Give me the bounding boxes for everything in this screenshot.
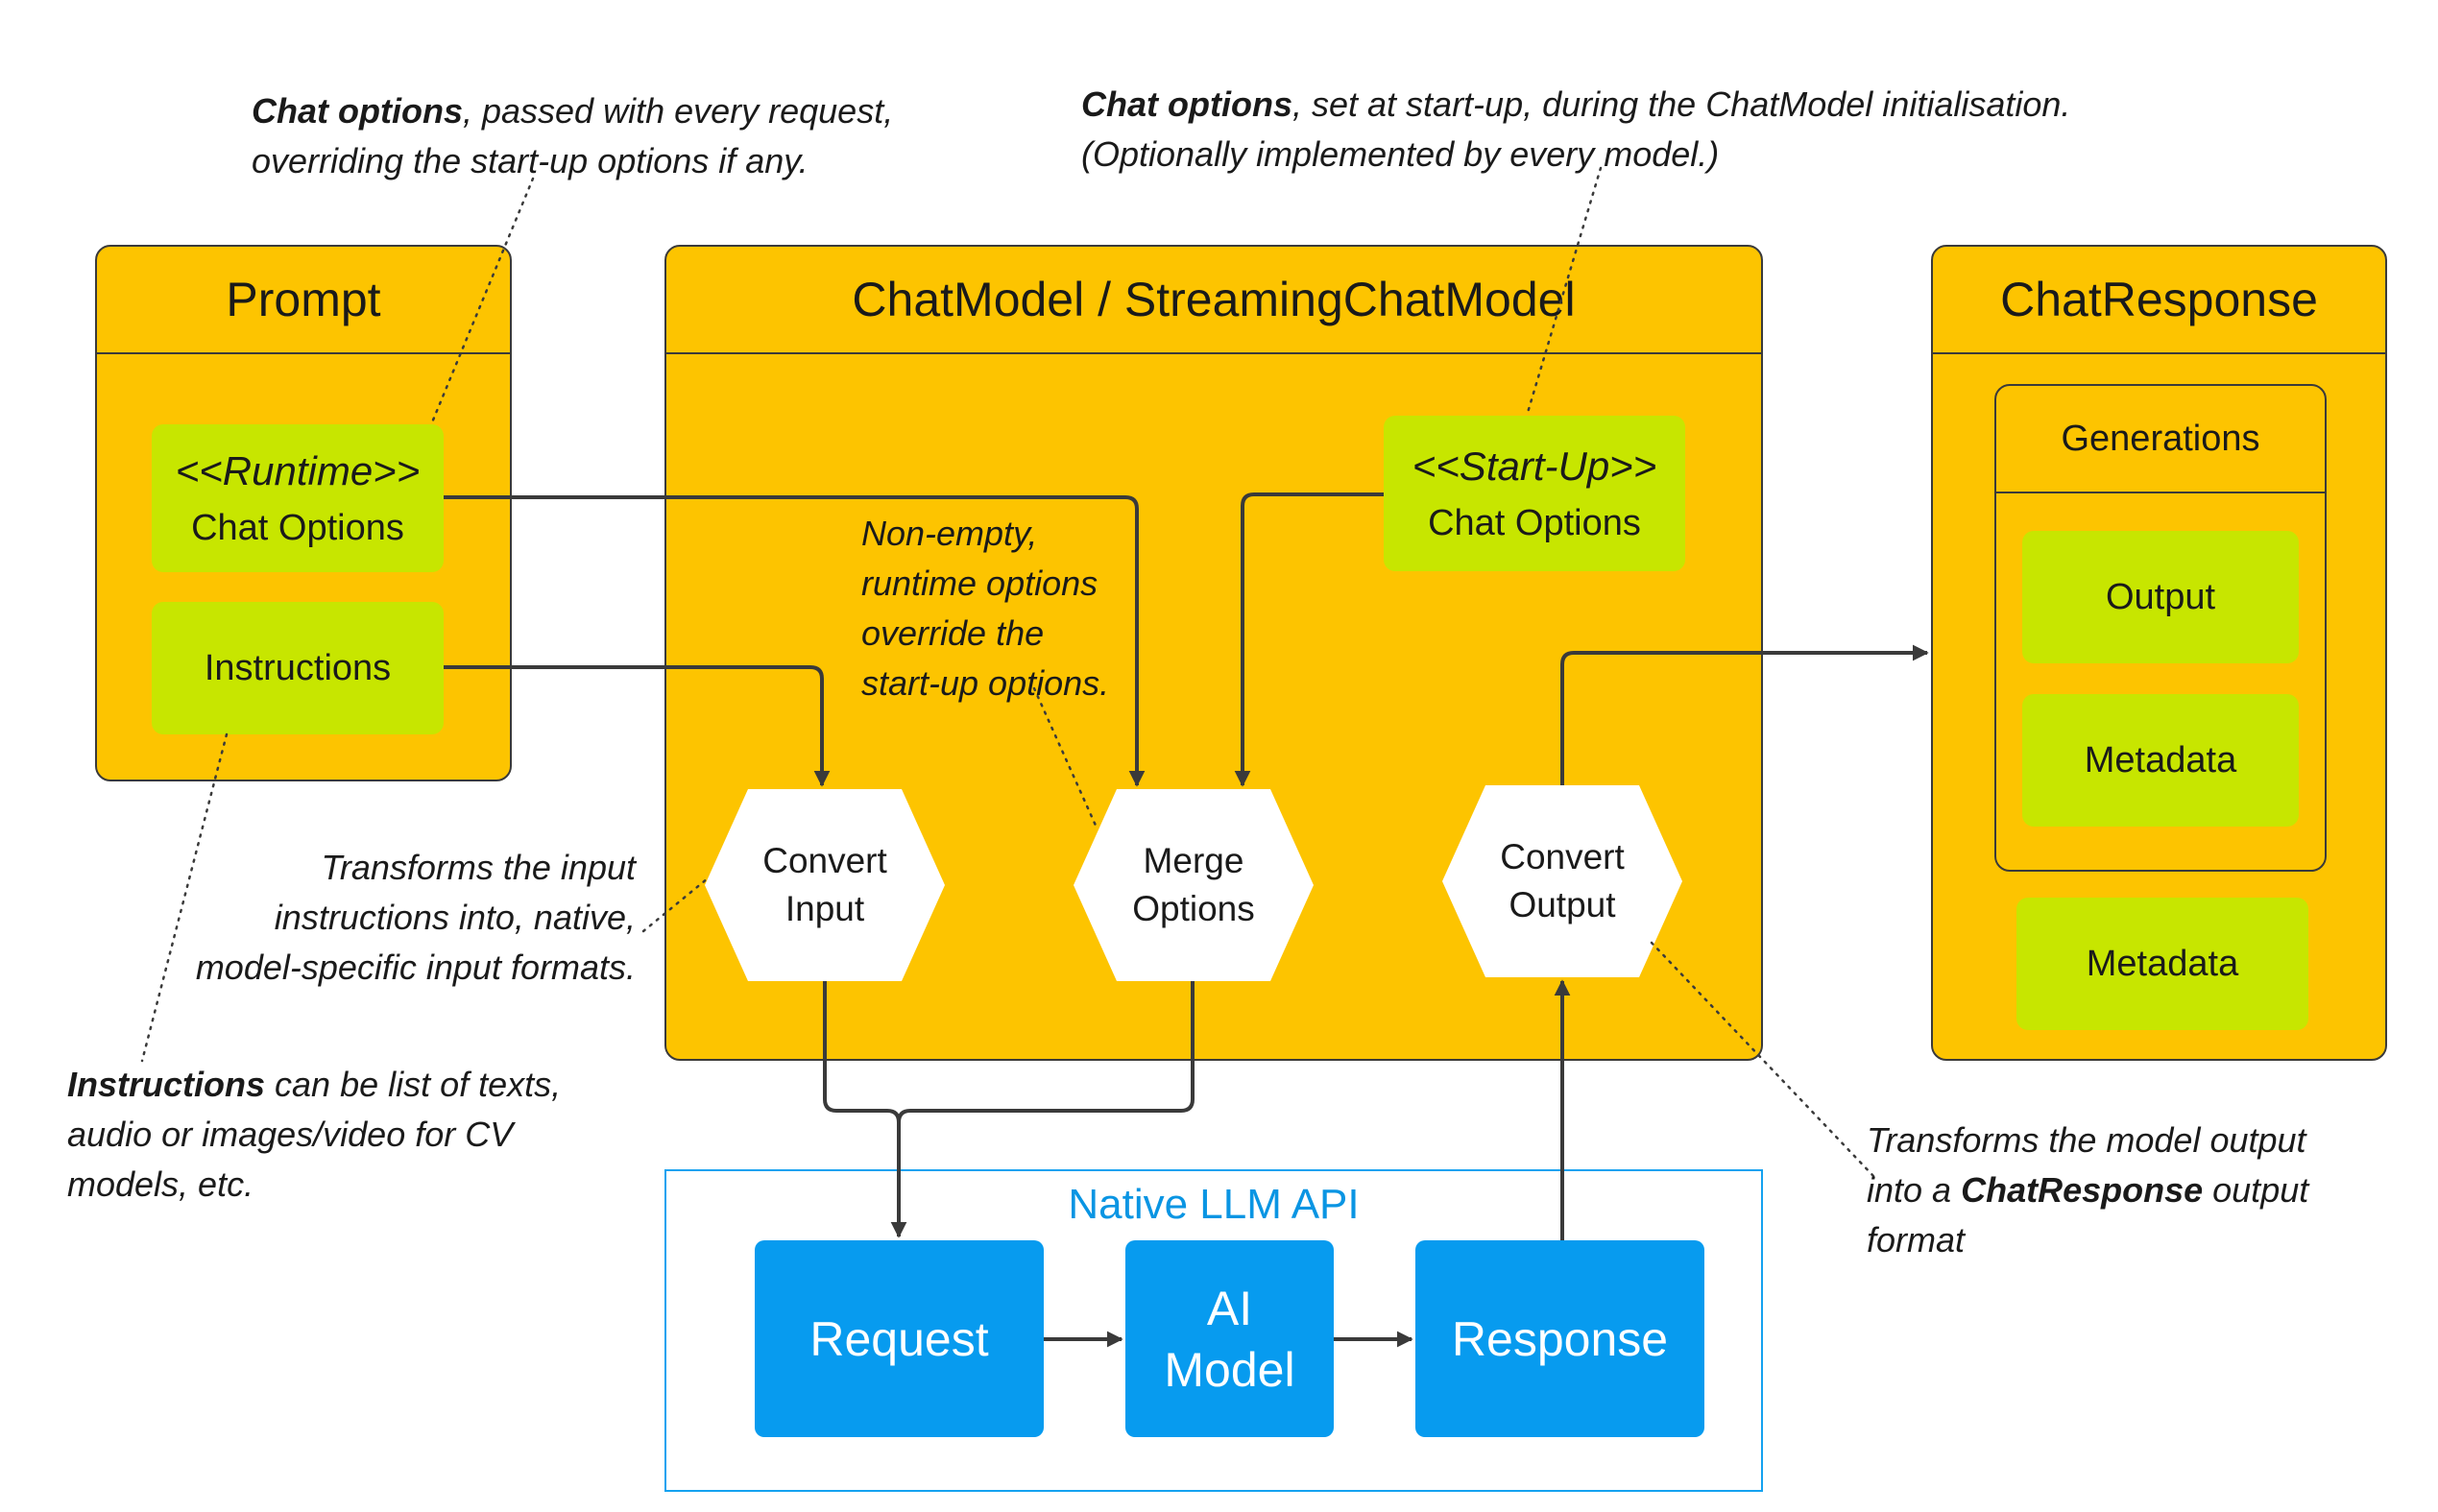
startup-chat-options-label: Chat Options xyxy=(1428,502,1641,543)
generation-metadata-box: Metadata xyxy=(2022,694,2299,827)
instructions-note-line2: audio or images/video for CV xyxy=(67,1115,514,1154)
convert-output-note-leader xyxy=(1650,941,1875,1178)
runtime-note-leader xyxy=(430,177,535,424)
startup-options-note: Chat options, set at start-up, during th… xyxy=(1081,80,2070,180)
merge-note: Non-empty, runtime options override the … xyxy=(861,509,1109,708)
merge-options-line2: Options xyxy=(1132,889,1255,928)
convert-input-note-leader xyxy=(641,876,710,933)
startup-note-bold: Chat options xyxy=(1081,84,1292,124)
convert-output-note-line2-pre: into a xyxy=(1867,1170,1962,1210)
instructions-label: Instructions xyxy=(204,647,392,688)
output-label: Output xyxy=(2105,576,2216,617)
instructions-note-line1: can be list of texts, xyxy=(265,1065,562,1104)
convert-input-hexagon: Convert Input xyxy=(705,789,945,981)
startup-note-line2: (Optionally implemented by every model.) xyxy=(1081,134,1720,174)
merge-options-line1: Merge xyxy=(1143,841,1244,880)
convert-input-note: Transforms the input instructions into, … xyxy=(154,843,636,993)
merge-note-line1: Non-empty, xyxy=(861,514,1038,553)
merge-note-leader xyxy=(1032,686,1098,829)
convert-input-note-line2: instructions into, native, xyxy=(274,898,636,937)
convert-output-to-chat-response-arrow xyxy=(1560,644,1929,785)
response-box: Response xyxy=(1415,1240,1704,1437)
runtime-stereotype: <<Runtime>> xyxy=(175,447,421,493)
convert-input-line2: Input xyxy=(785,889,865,928)
request-box: Request xyxy=(755,1240,1044,1437)
startup-options-to-merge-arrow xyxy=(1234,492,1384,787)
convert-input-line1: Convert xyxy=(762,841,887,880)
request-label: Request xyxy=(809,1311,989,1366)
runtime-options-note: Chat options, passed with every request,… xyxy=(252,86,893,186)
convert-output-note-line1: Transforms the model output xyxy=(1867,1120,2306,1160)
runtime-note-bold: Chat options xyxy=(252,91,463,131)
ai-model-line2: Model xyxy=(1164,1342,1295,1397)
output-box: Output xyxy=(2022,531,2299,663)
convert-output-hexagon: Convert Output xyxy=(1442,785,1682,977)
convert-input-note-line3: model-specific input formats. xyxy=(195,948,636,987)
runtime-chat-options-box: <<Runtime>> Chat Options xyxy=(152,424,444,572)
instructions-to-convert-input-arrow xyxy=(444,665,831,787)
merge-note-line3: override the xyxy=(861,613,1045,653)
startup-chat-options-box: <<Start-Up>> Chat Options xyxy=(1384,416,1685,571)
convert-input-to-request-line xyxy=(823,981,901,1123)
merge-options-to-request-line xyxy=(897,981,1195,1123)
convert-output-note-line2-post: output xyxy=(2203,1170,2309,1210)
runtime-options-to-merge-arrow xyxy=(444,495,1146,787)
instructions-note: Instructions can be list of texts, audio… xyxy=(67,1060,561,1210)
convert-output-note-line3: format xyxy=(1867,1220,1966,1260)
instructions-box: Instructions xyxy=(152,602,444,734)
response-label: Response xyxy=(1451,1311,1669,1366)
convert-input-note-line1: Transforms the input xyxy=(321,848,636,887)
startup-stereotype: <<Start-Up>> xyxy=(1412,443,1657,489)
prompt-title: Prompt xyxy=(97,247,510,354)
startup-note-leader xyxy=(1525,166,1603,418)
merge-note-line2: runtime options xyxy=(861,564,1098,603)
chat-response-title: ChatResponse xyxy=(1933,247,2385,354)
chat-model-title: ChatModel / StreamingChatModel xyxy=(666,247,1761,354)
response-metadata-box: Metadata xyxy=(2016,898,2308,1030)
runtime-note-line1: , passed with every request, xyxy=(462,91,894,131)
instructions-note-bold: Instructions xyxy=(67,1065,266,1104)
generation-metadata-label: Metadata xyxy=(2084,739,2237,780)
instructions-note-line3: models, etc. xyxy=(67,1164,254,1204)
convert-output-note: Transforms the model output into a ChatR… xyxy=(1867,1116,2308,1265)
convert-output-note-bold: ChatResponse xyxy=(1961,1170,2204,1210)
runtime-chat-options-label: Chat Options xyxy=(191,507,404,548)
native-llm-api-title: Native LLM API xyxy=(1068,1181,1360,1228)
ai-model-box: AI Model xyxy=(1125,1240,1334,1437)
generations-box: Generations xyxy=(1994,384,2327,872)
merge-note-line4: start-up options. xyxy=(861,663,1110,703)
convert-output-line2: Output xyxy=(1509,885,1616,924)
startup-note-line1: , set at start-up, during the ChatModel … xyxy=(1291,84,2071,124)
runtime-note-line2: overriding the start-up options if any. xyxy=(252,141,809,180)
convert-output-line1: Convert xyxy=(1500,837,1625,876)
generations-title: Generations xyxy=(1996,386,2325,493)
response-metadata-label: Metadata xyxy=(2086,943,2239,984)
ai-model-line1: AI xyxy=(1206,1281,1253,1335)
merge-options-hexagon: Merge Options xyxy=(1074,789,1314,981)
